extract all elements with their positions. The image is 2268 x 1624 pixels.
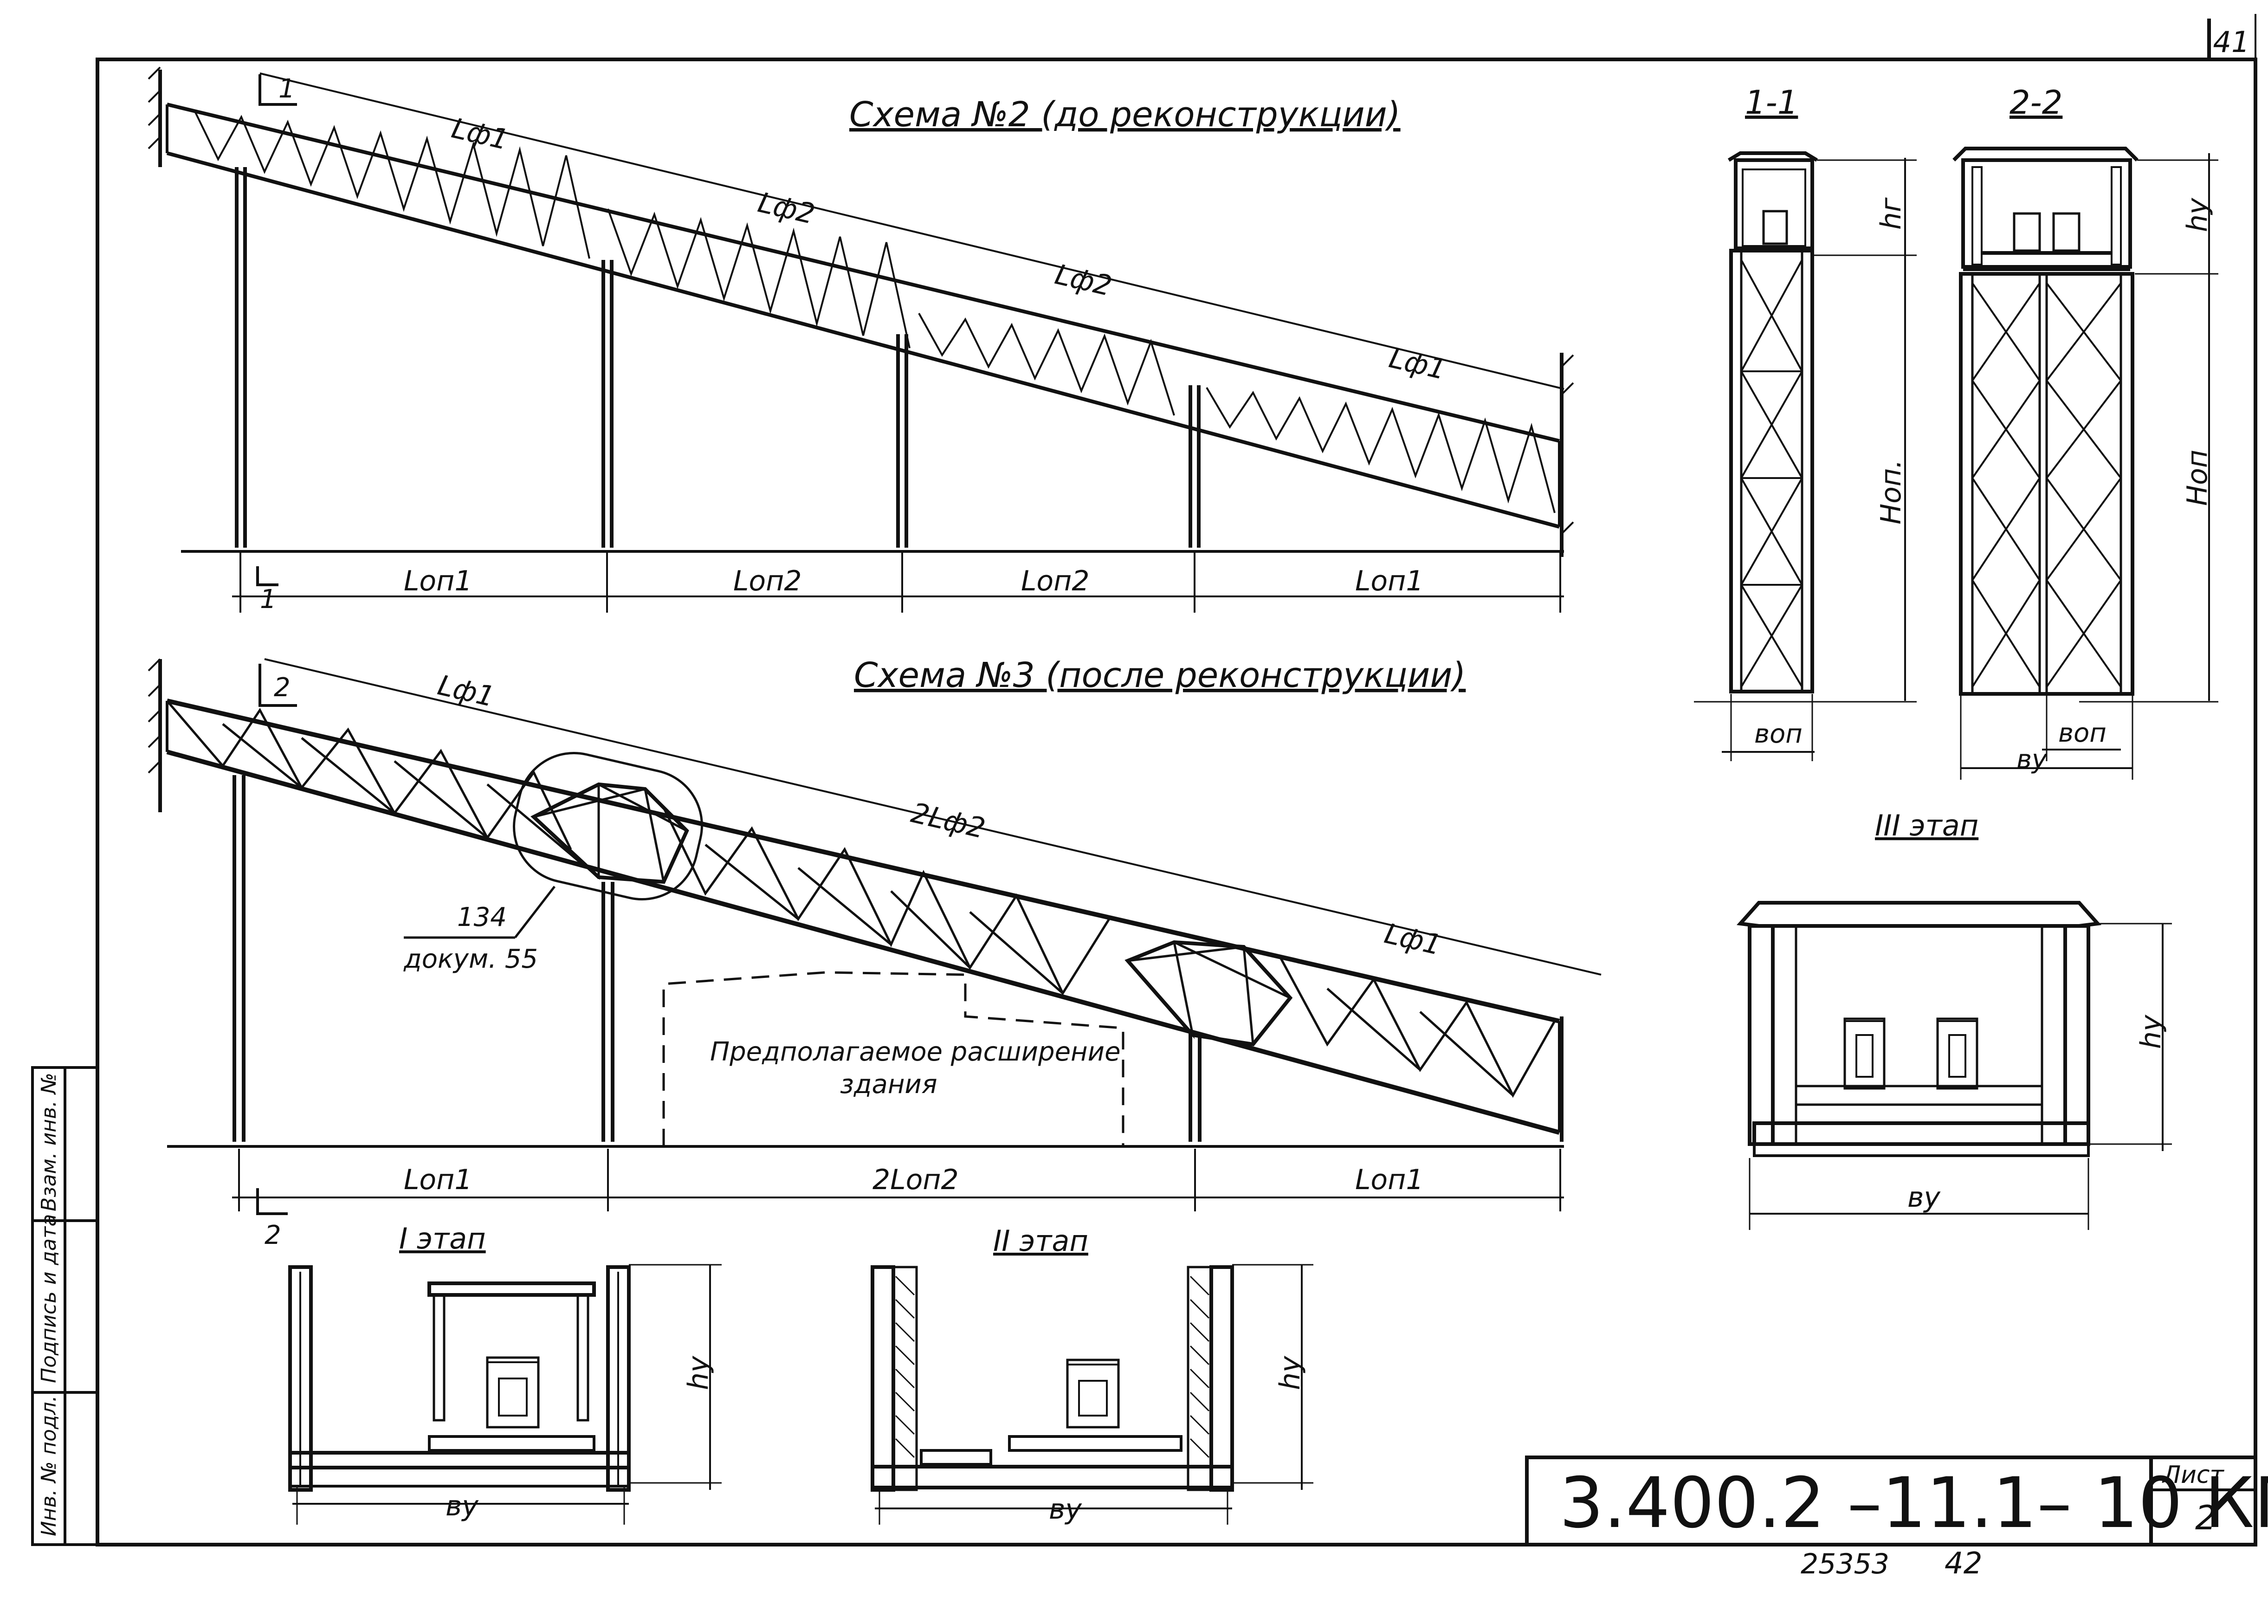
scheme-2-support-lop2-a: Lоп2: [733, 565, 802, 597]
scheme-3-span-2lf2: 2Lф2: [908, 796, 989, 845]
scheme-3-expansion-note-2: здания: [840, 1069, 937, 1100]
section-1-1-title: 1-1: [1745, 84, 1798, 122]
scheme-2-support-lop1-a: Lоп1: [404, 565, 472, 597]
scheme-2-supports: [235, 167, 1201, 548]
scheme-3-support-lop1-a: Lоп1: [404, 1164, 472, 1196]
scheme-3-support-2lop2: 2Lоп2: [872, 1164, 959, 1196]
scheme-3-support-lop1-b: Lоп1: [1355, 1164, 1424, 1196]
side-label-sign: Подпись и дата: [37, 1214, 61, 1383]
section-1-1-b-support: вoп: [1754, 719, 1803, 749]
scheme-2-truss: [166, 103, 1561, 529]
stage-3-title: III этап: [1875, 809, 1978, 842]
stage-2-b: ву: [1049, 1493, 1082, 1526]
scheme-2-section-mark-top: 1: [278, 74, 295, 104]
scheme-3-node-ref: 134: [457, 902, 507, 932]
stamp-sheet-label: Лист: [2162, 1461, 2224, 1489]
scheme-3-span-lf1-a: Lф1: [435, 669, 498, 713]
section-2-2-title: 2-2: [2010, 84, 2062, 122]
stage-2: II этап: [871, 1224, 1313, 1525]
scheme-3: Схема №3 (после реконструкции) 134 докум…: [148, 655, 1602, 1250]
title-stamp: [1525, 1456, 2257, 1546]
stage-3: III этап: [1736, 809, 2172, 1230]
stamp-designation: 3.400.2 –11.1– 10 КМ: [1559, 1463, 2268, 1544]
sheet-frame: [96, 14, 2257, 1546]
section-1-1-h-support: Hоп.: [1875, 459, 1907, 524]
scheme-3-section-mark-bottom: 2: [265, 1220, 281, 1250]
section-2-2-b-support: вoп: [2058, 718, 2106, 748]
scheme-2-section-mark-bottom: 1: [260, 584, 277, 615]
side-table: [31, 1066, 99, 1546]
scheme-2-span-lf1-b: Lф1: [1386, 342, 1449, 386]
side-label-replace: Взам. инв. №: [37, 1073, 61, 1211]
stamp-archive-page: 42: [1945, 1546, 1982, 1581]
stage-2-h: hу: [1274, 1355, 1306, 1390]
stage-1: I этап: [288, 1222, 722, 1525]
stage-1-h: hу: [682, 1355, 715, 1390]
scheme-2-support-lop1-b: Lоп1: [1355, 565, 1424, 597]
scheme-2-title: Схема №2 (до реконструкции): [849, 95, 1401, 135]
section-2-2: 2-2: [1952, 84, 2218, 780]
section-2-2-b-gallery: ву: [2016, 744, 2048, 775]
scheme-2-span-lf2-b: Lф2: [1052, 258, 1115, 303]
scheme-3-span-lf1-b: Lф1: [1382, 917, 1445, 962]
scheme-2: Схема №2 (до реконструкции): [148, 66, 1574, 615]
scheme-3-title: Схема №3 (после реконструкции): [854, 655, 1466, 695]
section-2-2-h-gallery: hу: [2181, 197, 2214, 232]
scheme-3-section-mark-top: 2: [274, 673, 291, 703]
side-table-labels: Инв. № подл. Подпись и дата Взам. инв. №: [37, 1073, 61, 1536]
stamp-archive-number: 25353: [1801, 1548, 1889, 1580]
stage-3-h: hу: [2135, 1014, 2167, 1049]
section-2-2-h-support: Hоп: [2181, 450, 2214, 506]
section-1-1: 1-1: [1694, 84, 1917, 761]
scheme-2-span-lf1-a: Lф1: [449, 112, 512, 156]
side-label-inv: Инв. № подл.: [37, 1395, 61, 1536]
stage-2-title: II этап: [993, 1224, 1088, 1258]
scheme-2-span-lf2-a: Lф2: [755, 186, 818, 231]
stamp-sheet-number: 2: [2195, 1498, 2216, 1537]
page-number: 41: [2213, 25, 2250, 59]
scheme-3-truss: [166, 699, 1561, 1135]
scheme-3-expansion-note-1: Предполагаемое расширение: [710, 1037, 1121, 1067]
scheme-2-support-lop2-b: Lоп2: [1021, 565, 1090, 597]
stage-3-b: ву: [1907, 1181, 1941, 1214]
scheme-3-node-ref-doc: докум. 55: [403, 944, 538, 974]
section-1-1-h-gallery: hг: [1875, 197, 1907, 230]
stage-1-b: ву: [446, 1490, 479, 1522]
stage-1-title: I этап: [399, 1222, 486, 1255]
scheme-3-supports: [233, 775, 1202, 1142]
